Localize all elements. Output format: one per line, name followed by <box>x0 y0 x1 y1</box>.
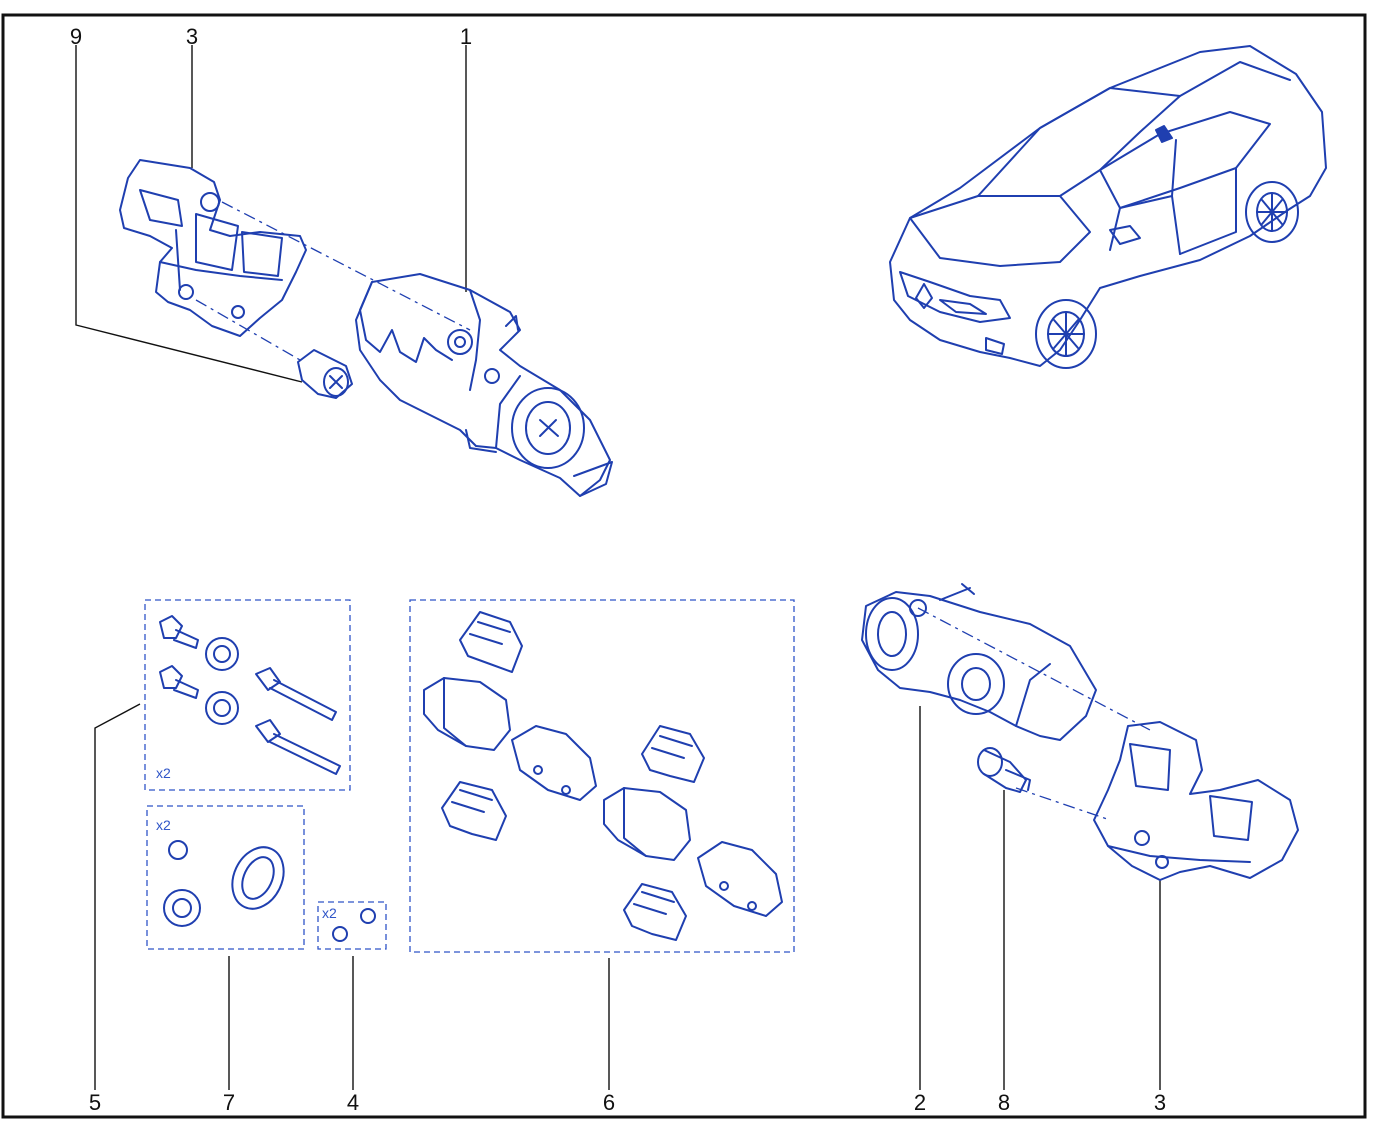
brake-pad-kit-parts <box>423 611 783 941</box>
callout-8: 8 <box>998 1090 1010 1115</box>
axis-line-top-2 <box>195 299 301 361</box>
seal-kit-qty: x2 <box>156 817 171 833</box>
callout-2: 2 <box>914 1090 926 1115</box>
callout-3-bottom: 3 <box>1154 1090 1166 1115</box>
bleed-screw-parts <box>332 908 376 942</box>
brake-caliper-motor <box>355 273 613 497</box>
callout-1: 1 <box>460 24 472 49</box>
leader-lines <box>75 45 1161 1090</box>
axis-line-bottom-1 <box>917 607 1151 731</box>
caliper-bracket-lower <box>1093 721 1299 881</box>
caliper-bolt-top <box>297 349 353 399</box>
axis-line-bottom-2 <box>1015 787 1111 821</box>
brake-caliper-lower <box>861 583 1097 741</box>
diagram-frame <box>1 13 1367 1119</box>
callout-5: 5 <box>89 1090 101 1115</box>
bleed-screw-kit-qty: x2 <box>322 905 337 921</box>
guide-pin-kit-qty: x2 <box>156 765 171 781</box>
axis-line-top-1 <box>221 201 471 331</box>
caliper-bracket-top <box>119 159 307 337</box>
guide-pin-kit-parts <box>159 615 341 775</box>
callout-7: 7 <box>223 1090 235 1115</box>
vehicle-illustration <box>889 45 1327 369</box>
callout-3-top: 3 <box>186 24 198 49</box>
guide-pin-kit-box <box>144 599 351 791</box>
leader-9 <box>75 45 303 383</box>
callout-numbers: 9 3 1 5 7 4 6 2 8 3 <box>70 24 1166 1115</box>
callout-6: 6 <box>603 1090 615 1115</box>
seal-kit-parts <box>163 840 285 927</box>
callout-4: 4 <box>347 1090 359 1115</box>
bleed-screw-kit-box <box>317 901 387 950</box>
leader-5 <box>94 703 141 1090</box>
caliper-bolt-lower <box>977 747 1031 793</box>
brake-pad-kit-box <box>409 599 795 953</box>
callout-9: 9 <box>70 24 82 49</box>
